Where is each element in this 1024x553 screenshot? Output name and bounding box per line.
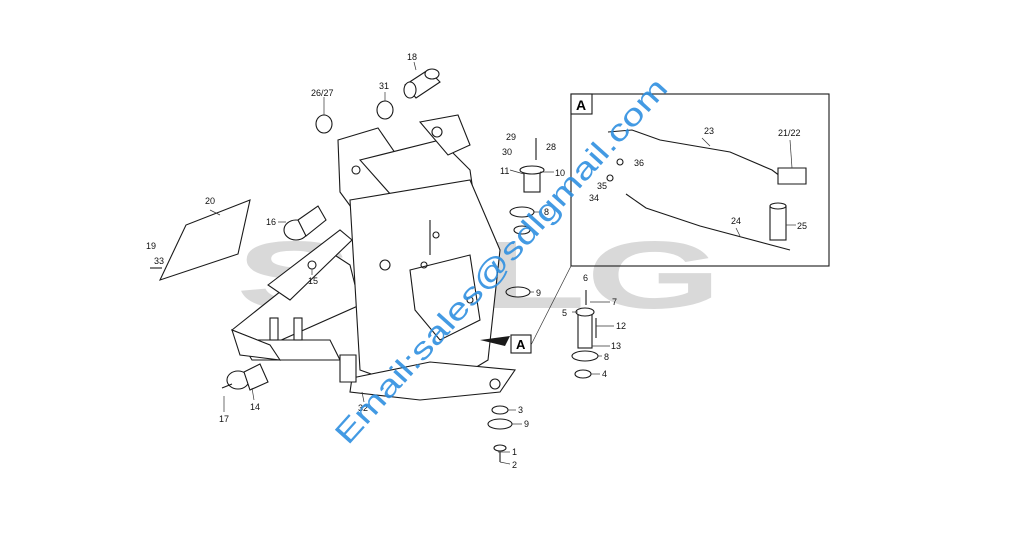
callout-12: 12 xyxy=(616,321,626,331)
callout-33: 33 xyxy=(154,256,164,266)
pin-14 xyxy=(221,363,269,391)
pin-16 xyxy=(283,205,327,241)
leader-lines xyxy=(209,61,796,465)
callout-29: 29 xyxy=(506,132,516,142)
callout-32: 32 xyxy=(358,403,368,413)
pipe-24 xyxy=(625,193,791,251)
callout-30: 30 xyxy=(502,147,512,157)
callout-26-27: 26/27 xyxy=(311,88,334,98)
callout-20: 20 xyxy=(205,196,215,206)
callout-14: 14 xyxy=(250,402,260,412)
callout-15: 15 xyxy=(308,276,318,286)
detail-a-panel: A xyxy=(570,93,830,267)
detail-a-marker xyxy=(510,334,532,354)
callout-8-upper: 8 xyxy=(544,207,549,217)
callout-19: 19 xyxy=(146,241,156,251)
callout-17: 17 xyxy=(219,414,229,424)
callout-34: 34 xyxy=(589,193,599,203)
callout-13: 13 xyxy=(611,341,621,351)
pipe-23 xyxy=(607,129,781,177)
callout-8-right: 8 xyxy=(604,352,609,362)
front-frame xyxy=(230,114,516,401)
pin-18 xyxy=(403,68,441,99)
washer-26-27 xyxy=(315,114,333,134)
callout-36: 36 xyxy=(634,158,644,168)
callout-6: 6 xyxy=(583,273,588,283)
callout-9-lower: 9 xyxy=(524,419,529,429)
callout-4: 4 xyxy=(602,369,607,379)
callout-35: 35 xyxy=(597,181,607,191)
callout-3: 3 xyxy=(518,405,523,415)
nut-15 xyxy=(307,260,317,270)
callout-1: 1 xyxy=(512,447,517,457)
callout-23: 23 xyxy=(704,126,714,136)
detail-a-marker-label: A xyxy=(516,337,526,352)
callout-9-upper: 9 xyxy=(536,288,541,298)
callout-7: 7 xyxy=(612,297,617,307)
callout-2: 2 xyxy=(512,460,517,470)
cover-plate xyxy=(158,199,251,281)
callout-31: 31 xyxy=(379,81,389,91)
bracket-21-22 xyxy=(777,167,807,185)
washer-31 xyxy=(376,100,394,120)
detail-a-title: A xyxy=(576,97,586,113)
callout-25: 25 xyxy=(797,221,807,231)
callout-16: 16 xyxy=(266,217,276,227)
callout-11: 11 xyxy=(500,166,509,176)
callout-24: 24 xyxy=(731,216,741,226)
callout-5: 5 xyxy=(562,308,567,318)
callout-10: 10 xyxy=(555,168,565,178)
lower-pin-stack xyxy=(487,405,513,462)
cylinder-25 xyxy=(769,205,787,241)
callout-numbers: 1 2 3 4 5 6 7 8 8 9 9 10 11 12 13 14 15 … xyxy=(146,52,807,470)
callout-21-22: 21/22 xyxy=(778,128,801,138)
callout-28: 28 xyxy=(546,142,556,152)
callout-18: 18 xyxy=(407,52,417,62)
